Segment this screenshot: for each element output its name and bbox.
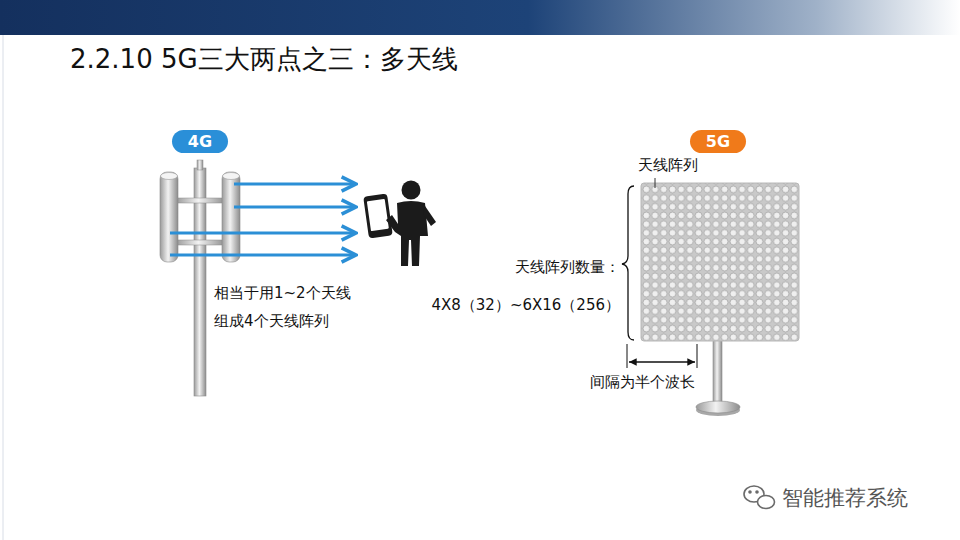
bracket xyxy=(622,186,634,340)
signal-arrows xyxy=(170,184,356,255)
slide-title: 2.2.10 5G三大两点之三：多天线 xyxy=(70,42,458,77)
watermark: 智能推荐系统 xyxy=(782,484,908,512)
antenna-tower xyxy=(160,160,240,396)
generation-badge: 4G xyxy=(172,130,228,153)
note-text: 相当于用1~2个天线 组成4个天线阵列 xyxy=(214,279,356,335)
array-count-value: 4X8（32）~6X16（256） xyxy=(431,296,620,315)
badge-text: 4G xyxy=(188,132,212,151)
dimension xyxy=(627,344,697,368)
slide-edge xyxy=(3,35,4,540)
badge-text: 5G xyxy=(706,132,730,151)
array-count-label: 天线阵列数量： xyxy=(515,258,620,277)
generation-badge: 5G xyxy=(690,130,746,153)
part-name: 天线阵列 xyxy=(638,156,698,175)
wechat-icon xyxy=(744,486,775,509)
user-figure xyxy=(363,181,436,267)
leader-line xyxy=(655,178,656,188)
dimension-label: 间隔为半个波长 xyxy=(590,373,695,392)
header-bar xyxy=(0,0,960,35)
